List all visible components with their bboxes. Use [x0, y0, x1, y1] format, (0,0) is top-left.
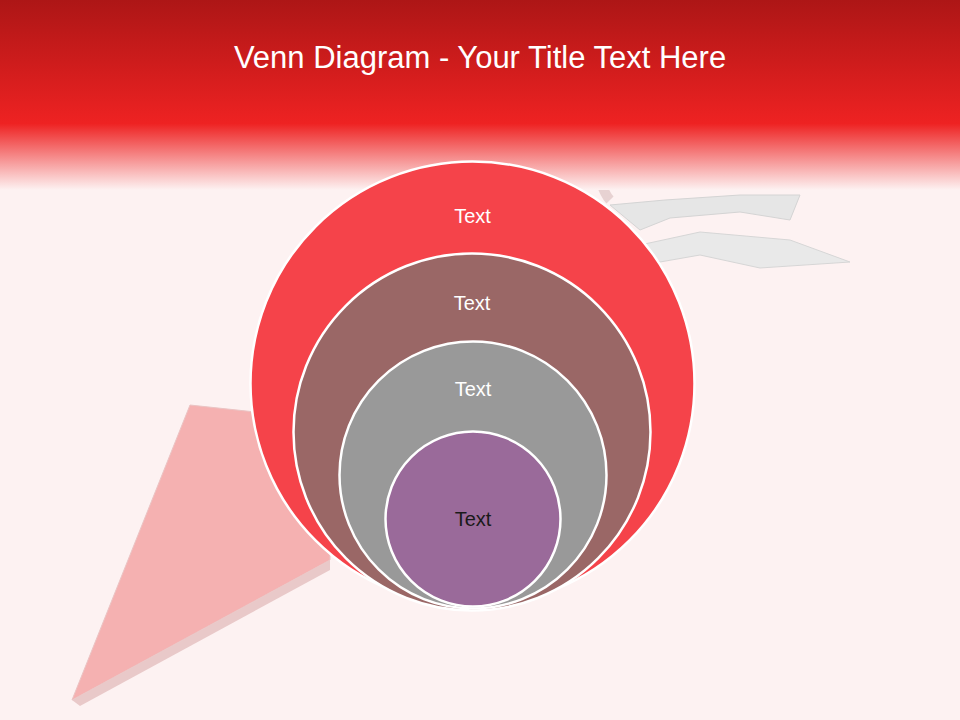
venn-circle: TextText: [338, 340, 608, 610]
circle-label: Text: [338, 377, 608, 401]
circle-label: Text: [292, 291, 652, 315]
circle-label: Text: [249, 204, 696, 228]
venn-circle: Text: [384, 430, 562, 608]
circle-label: Text: [384, 507, 562, 531]
venn-circle: TextTextTextText: [249, 160, 696, 607]
slide-title: Venn Diagram - Your Title Text Here: [0, 40, 960, 76]
venn-circle: TextTextText: [292, 252, 652, 612]
